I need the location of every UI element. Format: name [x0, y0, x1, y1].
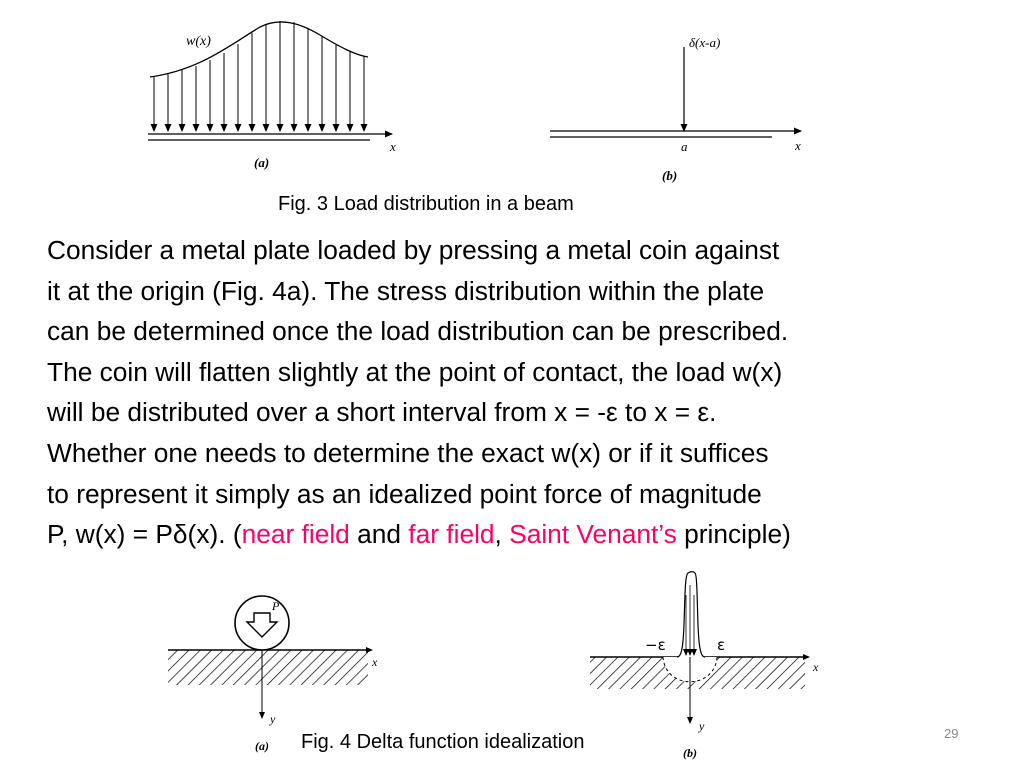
- fig3b-diagram: δ(x-a) x a (b): [550, 35, 802, 183]
- near-field-term: near field: [241, 519, 350, 550]
- paragraph-line: it at the origin (Fig. 4a). The stress d…: [47, 275, 765, 306]
- text-segment: principle): [676, 519, 791, 550]
- y-axis-label: y: [269, 712, 276, 726]
- text-segment: P, w(x) = Pδ(x). (: [47, 519, 242, 550]
- fig4-caption: Fig. 4 Delta function idealization: [301, 731, 585, 753]
- saint-venant-term: Saint Venant’s: [509, 519, 677, 550]
- x-axis-label: x: [389, 139, 396, 154]
- x-axis-label: x: [794, 138, 801, 153]
- neg-epsilon-label: −ε: [645, 636, 666, 654]
- text-segment: ,: [494, 519, 510, 550]
- text-segment: and: [349, 519, 409, 550]
- fig3a-diagram: w(x) x (a): [148, 21, 396, 170]
- down-arrow-icon: [245, 612, 279, 638]
- far-field-term: far field: [408, 519, 495, 550]
- y-axis-label: y: [698, 719, 705, 733]
- plate-hatch: [168, 650, 368, 685]
- panel-label-a: (a): [254, 155, 269, 170]
- body-paragraph: Consider a metal plate loaded by pressin…: [47, 230, 1022, 555]
- load-curve: [149, 21, 369, 78]
- force-p-label: P: [271, 599, 280, 613]
- pressure-arrows: [683, 585, 697, 656]
- load-arrows: [150, 21, 368, 132]
- page-number: 29: [944, 726, 959, 741]
- paragraph-line-last: P, w(x) = Pδ(x). (near field and far fie…: [47, 514, 1022, 555]
- panel-label-a: (a): [255, 739, 269, 753]
- delta-label: δ(x-a): [689, 35, 720, 50]
- pressure-profile: [676, 570, 706, 658]
- epsilon-label: ε: [717, 636, 725, 654]
- paragraph-line: can be determined once the load distribu…: [47, 316, 789, 347]
- x-axis-label: x: [812, 660, 819, 674]
- paragraph-line: Consider a metal plate loaded by pressin…: [47, 235, 780, 265]
- fig4b-diagram: −ε ε x y (b): [590, 570, 819, 760]
- point-a-label: a: [681, 139, 688, 154]
- paragraph-line: to represent it simply as an idealized p…: [47, 478, 762, 509]
- panel-label-b: (b): [662, 168, 677, 183]
- paragraph-line: The coin will flatten slightly at the po…: [47, 356, 783, 387]
- x-axis-label: x: [371, 655, 378, 669]
- paragraph-line: will be distributed over a short interva…: [47, 397, 717, 428]
- fig4a-diagram: P x y (a): [168, 595, 378, 753]
- panel-label-b: (b): [683, 746, 697, 760]
- load-label: w(x): [186, 34, 211, 49]
- paragraph-line: Whether one needs to determine the exact…: [47, 437, 769, 468]
- fig3-caption: Fig. 3 Load distribution in a beam: [278, 193, 574, 215]
